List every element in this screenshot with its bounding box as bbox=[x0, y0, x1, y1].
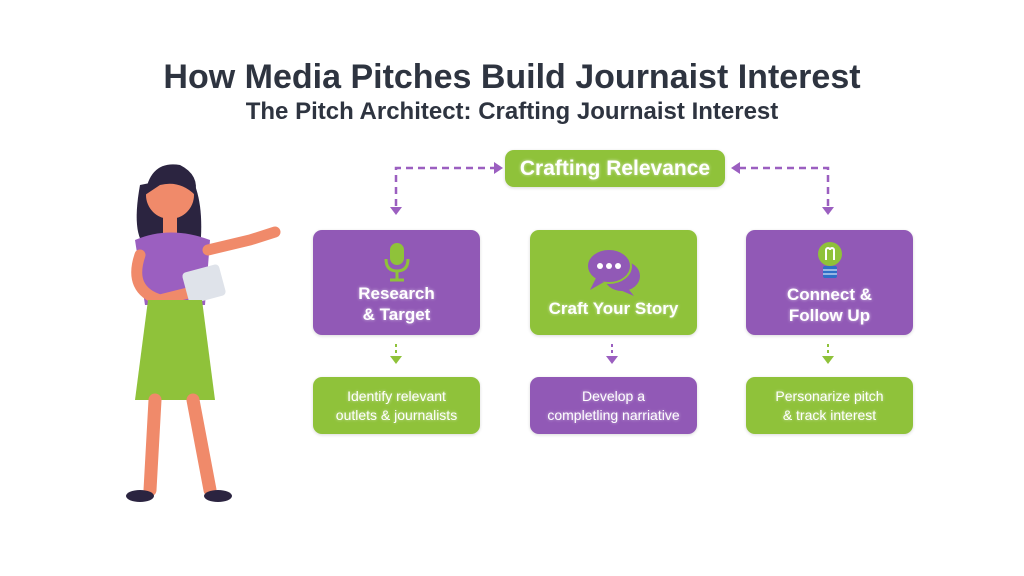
desc-research: Identify relevant outlets & journalists bbox=[313, 377, 480, 434]
desc-line2: outlets & journalists bbox=[335, 406, 458, 423]
microphone-icon bbox=[384, 242, 409, 281]
card-title-line2: & Target bbox=[362, 304, 431, 324]
card-title-line1: Connect & bbox=[787, 284, 872, 304]
page-subtitle: The Pitch Architect: Crafting Journaist … bbox=[245, 98, 779, 125]
card-craft-story: Craft Your Story bbox=[530, 230, 697, 335]
card-connect-follow: Connect & Follow Up bbox=[746, 230, 913, 335]
desc-line2: completling narriative bbox=[547, 406, 680, 423]
card-research-target: Research & Target bbox=[313, 230, 480, 335]
desc-line2: & track interest bbox=[782, 406, 877, 423]
woman-illustration bbox=[126, 164, 281, 502]
desc-connect: Personarize pitch & track interest bbox=[746, 377, 913, 434]
desc-line1: Develop a bbox=[581, 387, 646, 404]
desc-line1: Identify relevant bbox=[347, 387, 446, 404]
lightbulb-icon bbox=[817, 241, 842, 278]
card-title-line2: Follow Up bbox=[788, 305, 871, 325]
card-title: Craft Your Story bbox=[548, 299, 679, 318]
page-title: How Media Pitches Build Journaist Intere… bbox=[163, 58, 861, 96]
crafting-relevance-box: Crafting Relevance bbox=[505, 150, 725, 187]
card-title-line1: Research bbox=[358, 283, 435, 303]
desc-line1: Personarize pitch bbox=[775, 387, 884, 404]
desc-story: Develop a completling narriative bbox=[530, 377, 697, 434]
chat-bubbles-icon bbox=[585, 248, 640, 296]
